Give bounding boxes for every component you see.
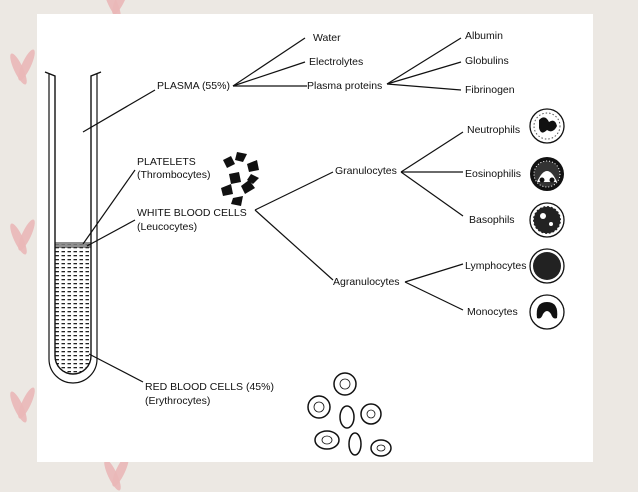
albumin-label: Albumin — [465, 30, 503, 42]
erythrocytes-label: (Erythrocytes) — [145, 395, 211, 407]
plasma-proteins-label: Plasma proteins — [307, 80, 383, 92]
plasma-label: PLASMA (55%) — [157, 80, 230, 92]
agranulocytes-label: Agranulocytes — [333, 276, 400, 288]
wbc-label: WHITE BLOOD CELLS — [137, 207, 247, 219]
electrolytes-label: Electrolytes — [309, 56, 364, 68]
globulins-label: Globulins — [465, 55, 509, 67]
buffy-coat-layer — [55, 242, 91, 248]
lymphocyte-icon — [529, 248, 565, 284]
basophil-icon — [529, 202, 565, 238]
thrombocytes-label: (Thrombocytes) — [137, 169, 211, 181]
platelet-fragments — [221, 152, 259, 206]
test-tube — [44, 71, 102, 384]
diagram-slide: PLASMA (55%) Water Electrolytes Plasma p… — [37, 14, 593, 462]
connector-lines — [82, 37, 464, 383]
rbc-label: RED BLOOD CELLS (45%) — [145, 381, 274, 393]
monocytes-label: Monocytes — [467, 306, 518, 318]
eosinophils-label: Eosinophilis — [465, 168, 522, 180]
platelets-label: PLATELETS — [137, 156, 196, 168]
rbc-layer — [55, 244, 91, 374]
lymphocytes-label: Lymphocytes — [465, 260, 527, 272]
water-label: Water — [313, 32, 341, 44]
fibrinogen-label: Fibrinogen — [465, 84, 515, 96]
granulocytes-label: Granulocytes — [335, 165, 397, 177]
red-blood-cells-illustration — [307, 372, 392, 457]
basophils-label: Basophils — [469, 214, 515, 226]
eosinophil-icon — [530, 157, 564, 191]
neutrophils-label: Neutrophils — [467, 124, 521, 136]
blood-composition-diagram — [44, 37, 565, 457]
monocyte-icon — [529, 294, 565, 330]
neutrophil-icon — [529, 108, 565, 144]
leucocytes-label: (Leucocytes) — [137, 221, 198, 233]
